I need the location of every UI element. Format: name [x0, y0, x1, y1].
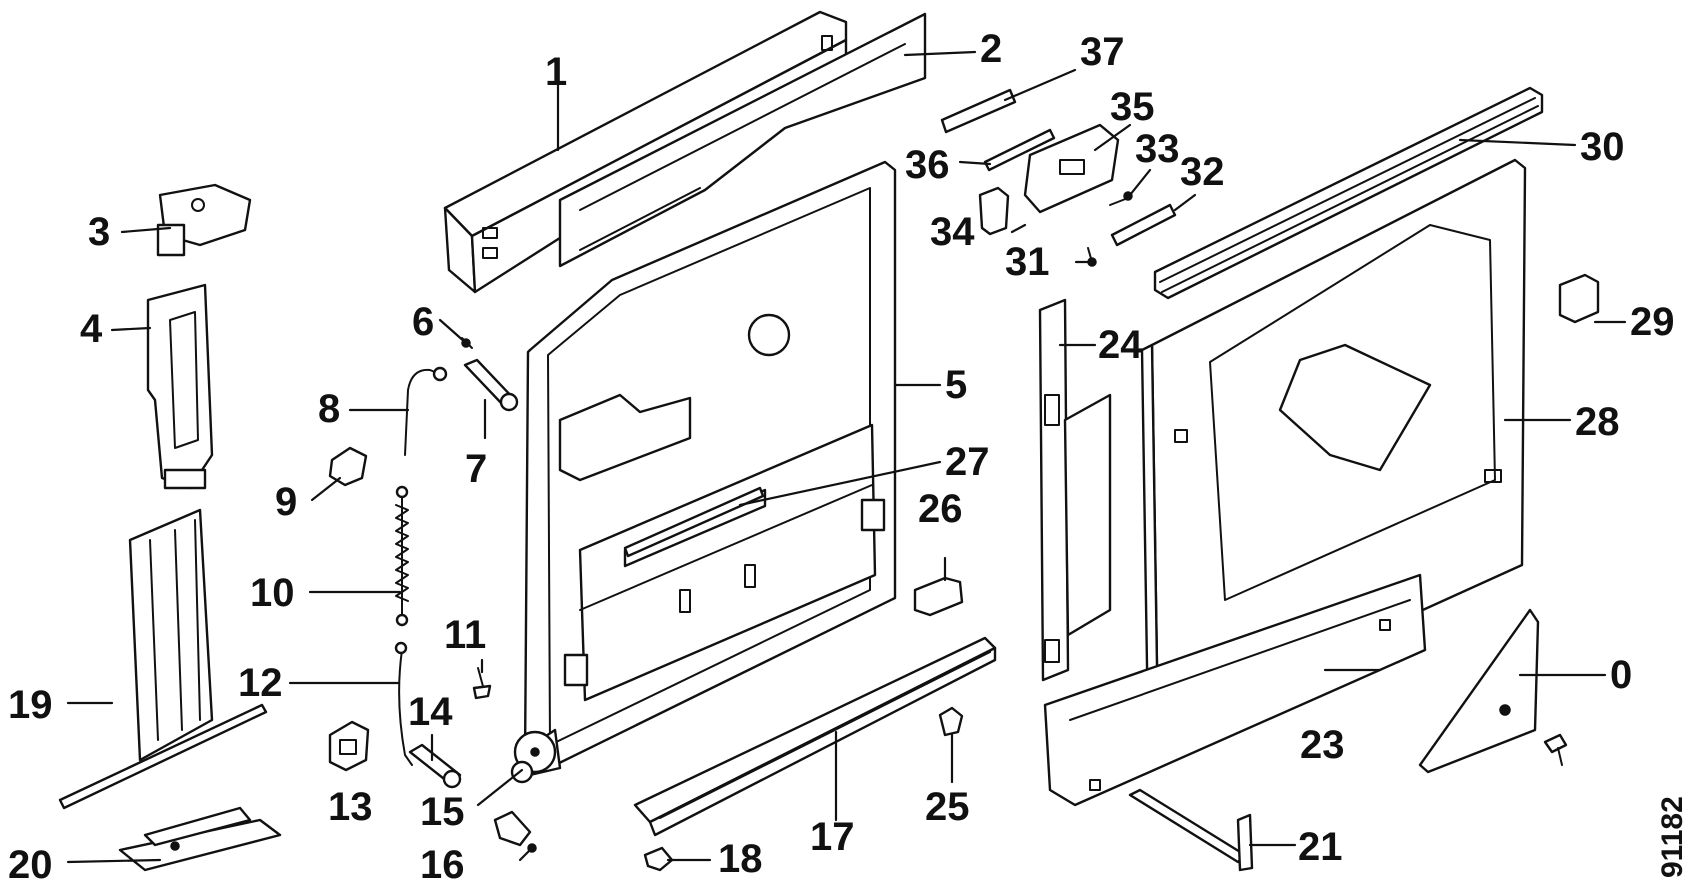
callout-17: 17: [810, 815, 855, 859]
callout-10: 10: [250, 571, 295, 615]
part-37-clip: [940, 88, 1017, 134]
callout-14: 14: [408, 690, 453, 734]
part-0-screw: [1543, 733, 1568, 766]
part-19-lower-frame: [58, 508, 268, 810]
part-7-bolt: [463, 358, 519, 412]
callout-0: 0: [1610, 653, 1632, 697]
part-24-side-strip: [1038, 298, 1112, 682]
callout-13: 13: [328, 785, 373, 829]
part-2-top-plate: [558, 12, 927, 268]
callout-16: 16: [420, 843, 465, 887]
part-32-slide: [1110, 203, 1177, 247]
leader-lines: [66, 50, 1627, 864]
callout-37: 37: [1080, 30, 1125, 74]
part-36-strip: [983, 128, 1056, 172]
callout-26: 26: [918, 487, 963, 531]
part-25-clip: [938, 706, 964, 737]
part-4-support-bracket: [146, 283, 214, 490]
callout-33: 33: [1135, 127, 1180, 171]
part-33-screw: [1109, 191, 1133, 206]
part-23-kick-plate: [1043, 573, 1427, 807]
part-13-clip: [328, 720, 370, 772]
callout-4: 4: [80, 307, 103, 351]
callout-27: 27: [945, 440, 990, 484]
callout-12: 12: [238, 661, 283, 705]
callout-28: 28: [1575, 400, 1620, 444]
part-8-cable-hook: [404, 366, 448, 456]
callout-7: 7: [465, 447, 487, 491]
part-34-button: [978, 186, 1010, 236]
reference-number: 91182: [1656, 796, 1689, 878]
part-11-small-screw: [472, 667, 492, 700]
part-35-switch-module: [1023, 123, 1120, 214]
part-15-hinge-wheel: [510, 730, 557, 784]
part-20-base-bracket: [118, 806, 282, 872]
part-17-bottom-rail: [633, 636, 997, 837]
callout-29: 29: [1630, 300, 1675, 344]
part-14-pin: [408, 743, 462, 789]
part-28-door-panel: [1140, 158, 1527, 732]
callout-2: 2: [980, 27, 1002, 71]
callout-36: 36: [905, 143, 950, 187]
callout-1: 1: [545, 50, 567, 94]
part-31-screw: [1087, 247, 1097, 267]
callout-5: 5: [945, 363, 967, 407]
callout-3: 3: [88, 210, 110, 254]
callout-21: 21: [1298, 825, 1343, 869]
callout-11: 11: [444, 613, 486, 657]
callout-19: 19: [8, 683, 53, 727]
callout-25: 25: [925, 785, 970, 829]
callout-9: 9: [275, 480, 297, 524]
part-0-corner-gusset: [1418, 608, 1540, 774]
part-27-rod: [623, 486, 765, 558]
part-16-clip: [493, 810, 537, 853]
callout-18: 18: [718, 837, 763, 881]
part-5-door-frame: [523, 160, 897, 777]
callout-35: 35: [1110, 85, 1155, 129]
part-10-spring: [395, 485, 409, 627]
callout-34: 34: [930, 210, 975, 254]
part-29-end-cap: [1558, 273, 1600, 324]
part-12-cable: [394, 641, 413, 766]
part-30-channel-rail: [1153, 86, 1544, 300]
part-26-block: [913, 576, 964, 617]
callout-6: 6: [412, 300, 434, 344]
callout-15: 15: [420, 790, 465, 834]
part-21-rod: [1128, 788, 1254, 872]
callout-8: 8: [318, 387, 340, 431]
callout-labels: 0 1 2 3 4 5 6 7 8 9 10 11 12 13 14 15 16…: [8, 27, 1689, 887]
callout-23: 23: [1300, 723, 1345, 767]
callout-30: 30: [1580, 125, 1625, 169]
callout-24: 24: [1098, 323, 1143, 367]
part-9-pulley: [328, 446, 368, 487]
callout-32: 32: [1180, 150, 1225, 194]
part-18-cap: [643, 846, 674, 872]
part-3-hinge-bracket: [156, 183, 252, 257]
callout-31: 31: [1005, 240, 1050, 284]
callout-20: 20: [8, 843, 53, 887]
